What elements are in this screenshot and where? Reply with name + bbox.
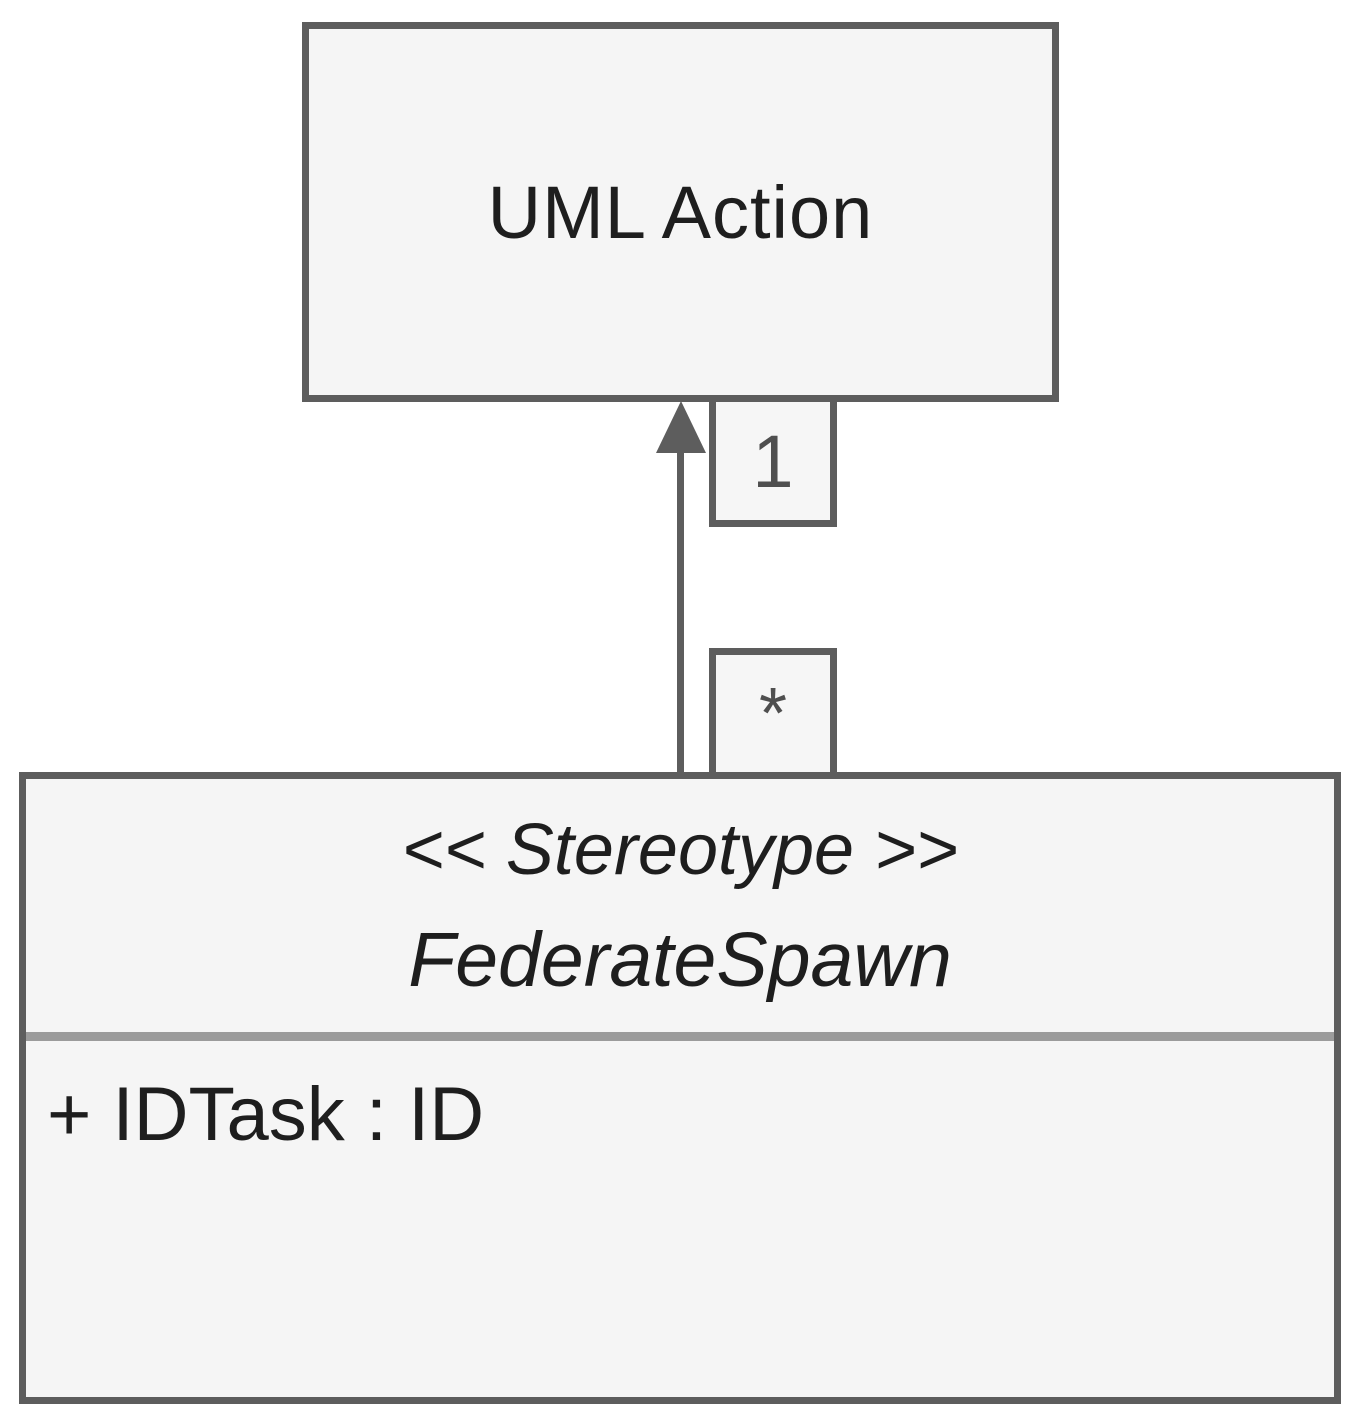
class-name-uml-action: UML Action — [487, 170, 874, 254]
compartment-divider — [26, 1032, 1334, 1041]
multiplicity-box-parent: 1 — [709, 395, 837, 527]
stereotype-name-label: FederateSpawn — [408, 916, 952, 1003]
class-box-federatespawn: << Stereotype >> FederateSpawn + IDTask … — [19, 772, 1341, 1404]
attribute-compartment: + IDTask : ID — [26, 1041, 1334, 1397]
stereotype-keyword-label: << Stereotype >> — [401, 809, 959, 890]
multiplicity-box-child: * — [709, 648, 837, 779]
association-arrowhead-icon — [656, 401, 706, 453]
multiplicity-child-label: * — [758, 673, 788, 754]
multiplicity-parent-label: 1 — [752, 419, 794, 503]
stereotype-header-compartment: << Stereotype >> FederateSpawn — [26, 779, 1334, 1032]
class-box-uml-action: UML Action — [302, 22, 1059, 402]
attribute-idtask-label: + IDTask : ID — [47, 1072, 485, 1157]
association-arrow-stem — [677, 430, 684, 779]
